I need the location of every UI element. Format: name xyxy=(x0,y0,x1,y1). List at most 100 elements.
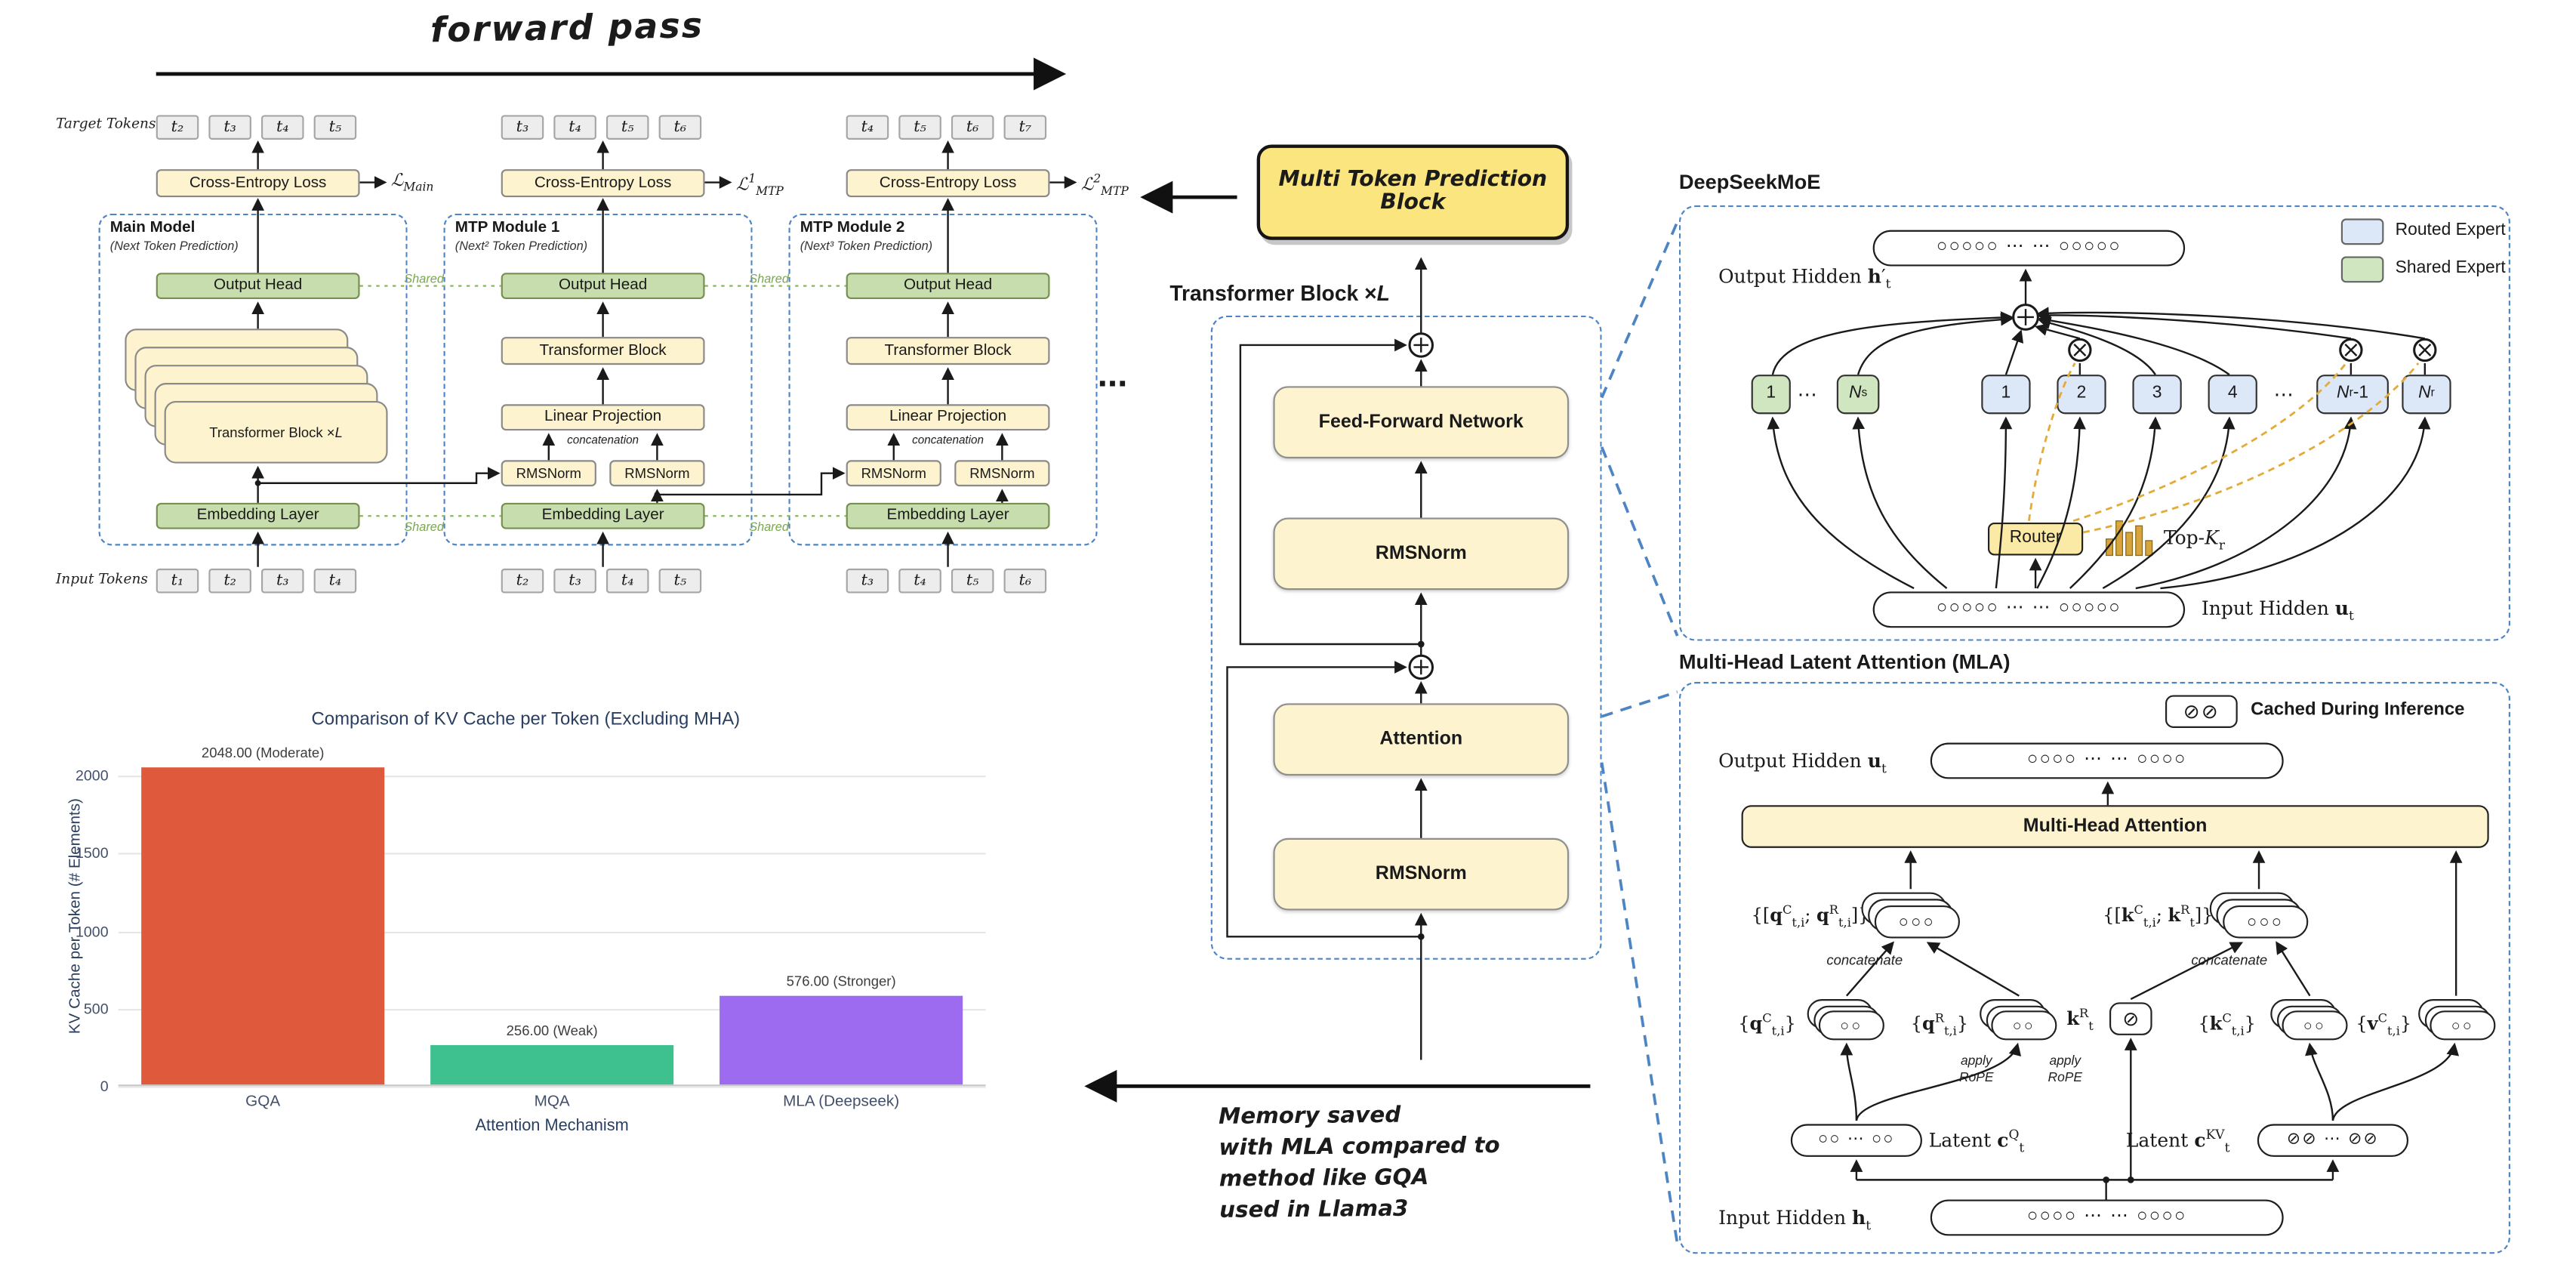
kv-cache-chart: Comparison of KV Cache per Token (Exclud… xyxy=(66,703,1018,1155)
moe-title: DeepSeekMoE xyxy=(1678,171,1821,194)
concatenation-label: concatenation xyxy=(567,435,639,447)
v-c-label: {vCt,i} xyxy=(2356,1010,2412,1038)
target-token: t₅ xyxy=(313,115,357,140)
rmsnorm: RMSNorm xyxy=(609,460,705,487)
chart-gridline xyxy=(118,1086,986,1088)
input-token: t₅ xyxy=(951,568,994,594)
multi-head-attention: Multi-Head Attention xyxy=(1741,805,2489,848)
embedding-layer: Embedding Layer xyxy=(846,502,1050,529)
output-head: Output Head xyxy=(156,273,360,300)
input-token: t₄ xyxy=(605,568,649,594)
input-token: t₆ xyxy=(1003,568,1047,594)
q-c-stack: ○○ xyxy=(1807,999,1886,1042)
mla-output-hidden-label: Output Hidden ut xyxy=(1718,749,1887,776)
chart-bar-annotation: 576.00 (Stronger) xyxy=(786,972,896,989)
transformer-stack-label: Transformer Block × L xyxy=(164,400,388,464)
latent-q-capsule: ○○ ⋯ ○○ xyxy=(1790,1124,1922,1157)
k-concat-stack: ○○○ xyxy=(2209,892,2312,942)
k-c-stack: ○○ xyxy=(2270,999,2349,1042)
transformer-block-title: Transformer Block ×L xyxy=(1169,281,1390,306)
chart-bar-GQA xyxy=(141,766,384,1085)
concatenate-label: concatenate xyxy=(1826,951,1903,968)
mla-output-capsule: ○○○○ ⋯ ⋯ ○○○○ xyxy=(1930,742,2284,779)
input-token: t₄ xyxy=(313,568,357,594)
input-token: t₄ xyxy=(898,568,941,594)
feed-forward-network: Feed-Forward Network xyxy=(1273,386,1570,459)
chart-bar-MLA (Deepseek) xyxy=(719,995,963,1085)
cached-icon-box: ⊘⊘ xyxy=(2165,695,2238,728)
input-token: t₁ xyxy=(156,568,199,594)
routed-expert-2: 2 xyxy=(2057,375,2106,415)
mtp-module-1-box xyxy=(443,213,753,546)
memory-note: Memory saved with MLA compared to method… xyxy=(1219,1100,1501,1227)
chart-title: Comparison of KV Cache per Token (Exclud… xyxy=(311,710,741,730)
rmsnorm: RMSNorm xyxy=(501,460,596,487)
memory-note-line: used in Llama3 xyxy=(1219,1195,1409,1224)
embedding-layer: Embedding Layer xyxy=(156,502,360,529)
chart-bar-MQA xyxy=(430,1044,673,1085)
rmsnorm-2: RMSNorm xyxy=(1273,517,1570,591)
chart-x-axis-label: Attention Mechanism xyxy=(475,1117,629,1136)
shared-label: Shared xyxy=(749,519,789,535)
chart-y-tick: 500 xyxy=(83,1000,109,1017)
chart-y-tick: 2000 xyxy=(75,767,109,785)
v-c-stack: ○○ xyxy=(2418,999,2497,1042)
shared-label: Shared xyxy=(404,271,444,286)
chart-x-tick: MLA (Deepseek) xyxy=(783,1093,900,1111)
concatenation-label: concatenation xyxy=(912,435,984,447)
target-token: t₆ xyxy=(951,115,994,140)
q-r-label: {qRt,i} xyxy=(1910,1010,1969,1038)
mla-input-hidden-label: Input Hidden ht xyxy=(1718,1206,1872,1233)
cross-entropy-loss: Cross-Entropy Loss xyxy=(156,169,360,198)
module-title: MTP Module 2 xyxy=(800,218,905,237)
chart-x-tick: GQA xyxy=(245,1093,281,1111)
chart-gridline xyxy=(118,853,986,856)
k-r-label: kRt xyxy=(2066,1005,2094,1034)
chart-y-tick: 0 xyxy=(100,1078,109,1095)
transformer-block: Transformer Block xyxy=(846,337,1050,365)
output-head: Output Head xyxy=(501,273,705,300)
shared-expert-legend: Shared Expert xyxy=(2395,258,2506,278)
latent-kv-label: Latent cKVt xyxy=(2125,1127,2230,1156)
attention: Attention xyxy=(1273,703,1570,776)
target-tokens-label: Target Tokens xyxy=(55,116,156,134)
module-subtitle: (Next Token Prediction) xyxy=(109,238,239,254)
q-r-stack: ○○ xyxy=(1980,999,2058,1042)
shared-expert-1: 1 xyxy=(1751,375,1791,415)
latent-q-label: Latent cQt xyxy=(1928,1127,2025,1156)
routed-expert-4: 4 xyxy=(2208,375,2257,415)
topk-histogram-icon xyxy=(2106,520,2153,557)
chart-gridline xyxy=(118,1008,986,1010)
chart-bar-annotation: 2048.00 (Moderate) xyxy=(201,743,325,760)
routed-expert-3: 3 xyxy=(2132,375,2182,415)
module-title: MTP Module 1 xyxy=(454,218,560,237)
k-concat-label: {[kCt,i; kRt]} xyxy=(2103,902,2214,930)
shared-expert-dots: ⋯ xyxy=(1797,383,1817,406)
target-token: t₃ xyxy=(501,115,544,140)
target-token: t₄ xyxy=(846,115,889,140)
target-token: t₄ xyxy=(553,115,596,140)
module-subtitle: (Next³ Token Prediction) xyxy=(800,238,933,254)
target-token: t₇ xyxy=(1003,115,1047,140)
concatenate-label: concatenate xyxy=(2191,951,2268,968)
target-token: t₅ xyxy=(605,115,649,140)
loss-label-main: ℒMain xyxy=(390,171,434,194)
routed-expert-dots: ⋯ xyxy=(2273,383,2294,406)
input-token: t₅ xyxy=(658,568,702,594)
chart-y-tick: 1000 xyxy=(75,923,109,939)
moe-output-hidden-label: Output Hidden h′t xyxy=(1718,264,1891,291)
moe-input-hidden-label: Input Hidden ut xyxy=(2201,596,2354,624)
input-token: t₂ xyxy=(208,568,251,594)
router: Router xyxy=(1987,522,2084,556)
chart-gridline xyxy=(118,930,986,933)
k-c-label: {kCt,i} xyxy=(2198,1010,2256,1038)
mla-title: Multi-Head Latent Attention (MLA) xyxy=(1678,650,2011,674)
input-token: t₃ xyxy=(553,568,596,594)
ellipsis: ... xyxy=(1097,353,1128,395)
routed-expert-1: 1 xyxy=(1981,375,2031,415)
